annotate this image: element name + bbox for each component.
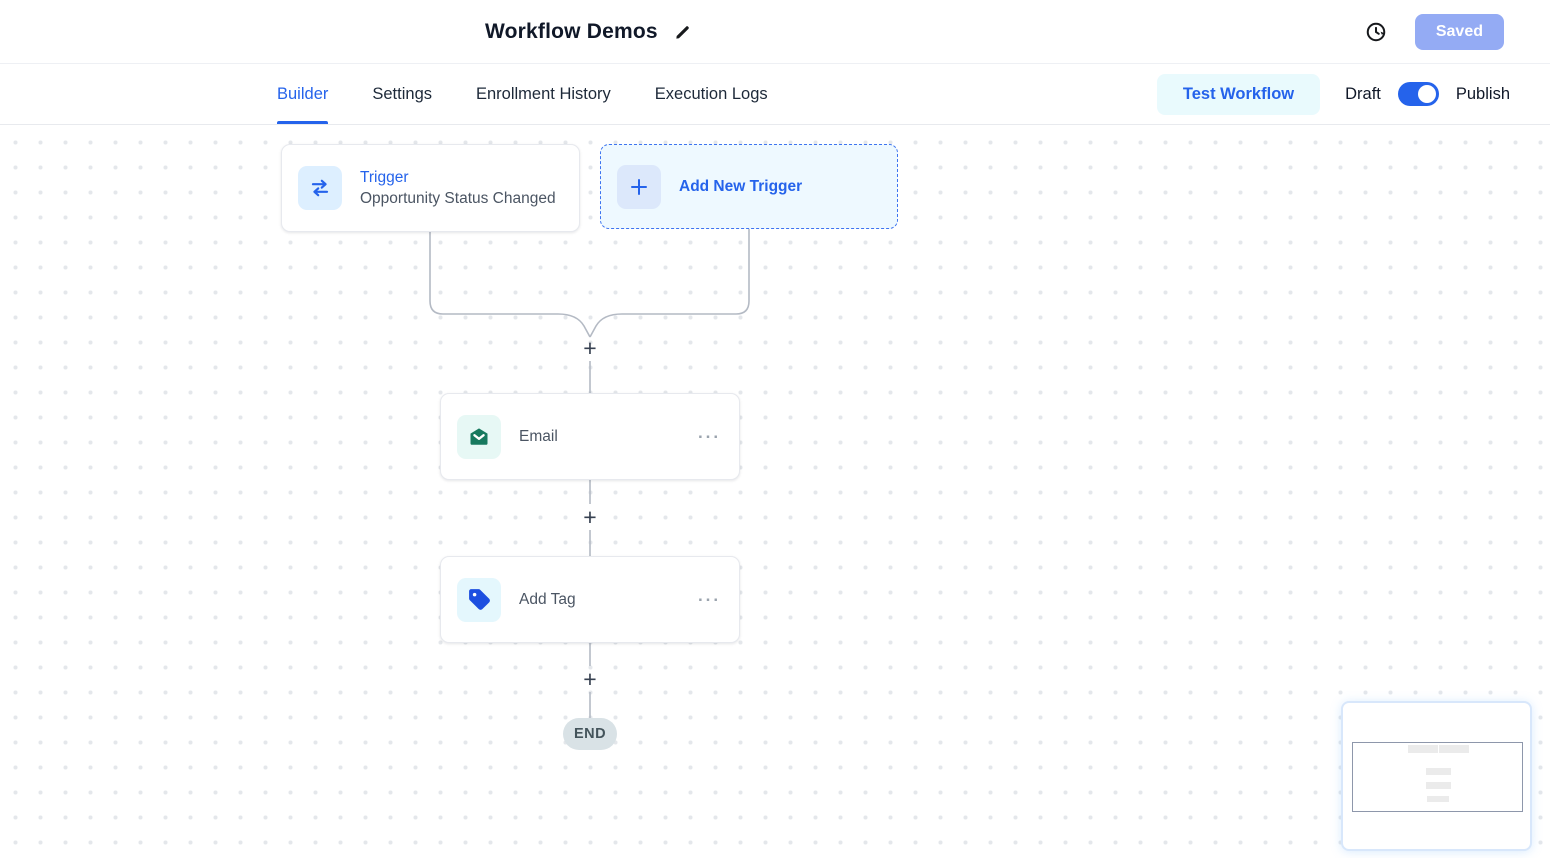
- tab-builder[interactable]: Builder: [277, 64, 329, 124]
- tabs: Builder Settings Enrollment History Exec…: [277, 64, 768, 124]
- tag-icon: [457, 577, 501, 622]
- tab-bar: Builder Settings Enrollment History Exec…: [0, 64, 1550, 125]
- saved-button[interactable]: Saved: [1414, 14, 1504, 50]
- node-menu-ellipsis-icon[interactable]: ···: [698, 590, 721, 609]
- header-actions: Saved: [1365, 0, 1504, 64]
- minimap-node-block: [1408, 745, 1438, 753]
- edit-title-pencil-icon[interactable]: [674, 23, 692, 41]
- publish-label: Publish: [1455, 84, 1510, 103]
- trigger-node[interactable]: Trigger Opportunity Status Changed: [281, 144, 580, 232]
- minimap-node-block: [1439, 745, 1469, 753]
- header: Workflow Demos Saved: [0, 0, 1550, 64]
- toggle-knob: [1417, 85, 1436, 103]
- minimap-node-block: [1426, 782, 1451, 789]
- insert-action-button[interactable]: +: [583, 665, 597, 692]
- page-title: Workflow Demos: [485, 20, 658, 43]
- workflow-canvas[interactable]: Trigger Opportunity Status Changed Add N…: [0, 125, 1550, 858]
- tab-execution-logs[interactable]: Execution Logs: [654, 84, 768, 103]
- minimap[interactable]: [1341, 701, 1532, 851]
- minimap-node-block: [1427, 796, 1449, 802]
- trigger-node-subtitle: Opportunity Status Changed: [360, 189, 556, 207]
- workflow-controls: Test Workflow Draft Publish: [1156, 64, 1510, 124]
- node-menu-ellipsis-icon[interactable]: ···: [698, 427, 721, 446]
- plus-icon: [617, 164, 661, 209]
- tab-settings[interactable]: Settings: [372, 84, 432, 103]
- minimap-node-block: [1426, 768, 1451, 775]
- action-node-add-tag[interactable]: Add Tag ···: [440, 556, 740, 643]
- version-history-icon[interactable]: [1365, 21, 1387, 43]
- email-envelope-icon: [457, 414, 501, 459]
- trigger-node-title: Trigger: [360, 168, 409, 186]
- add-new-trigger-button[interactable]: Add New Trigger: [600, 144, 898, 229]
- end-node: END: [563, 718, 617, 750]
- tab-enrollment-history[interactable]: Enrollment History: [476, 84, 611, 103]
- publish-toggle[interactable]: [1397, 82, 1439, 106]
- action-node-label: Add Tag: [519, 590, 576, 608]
- workflow-title-group: Workflow Demos: [485, 0, 692, 64]
- draft-label: Draft: [1345, 84, 1381, 103]
- action-node-label: Email: [519, 427, 558, 445]
- swap-arrows-icon: [298, 166, 342, 210]
- insert-action-button[interactable]: +: [583, 503, 597, 530]
- add-new-trigger-label: Add New Trigger: [679, 177, 803, 195]
- insert-action-button[interactable]: +: [583, 334, 597, 361]
- trigger-node-texts: Trigger Opportunity Status Changed: [360, 169, 556, 208]
- action-node-email[interactable]: Email ···: [440, 393, 740, 480]
- connector-edges: [429, 229, 750, 718]
- test-workflow-button[interactable]: Test Workflow: [1156, 73, 1321, 115]
